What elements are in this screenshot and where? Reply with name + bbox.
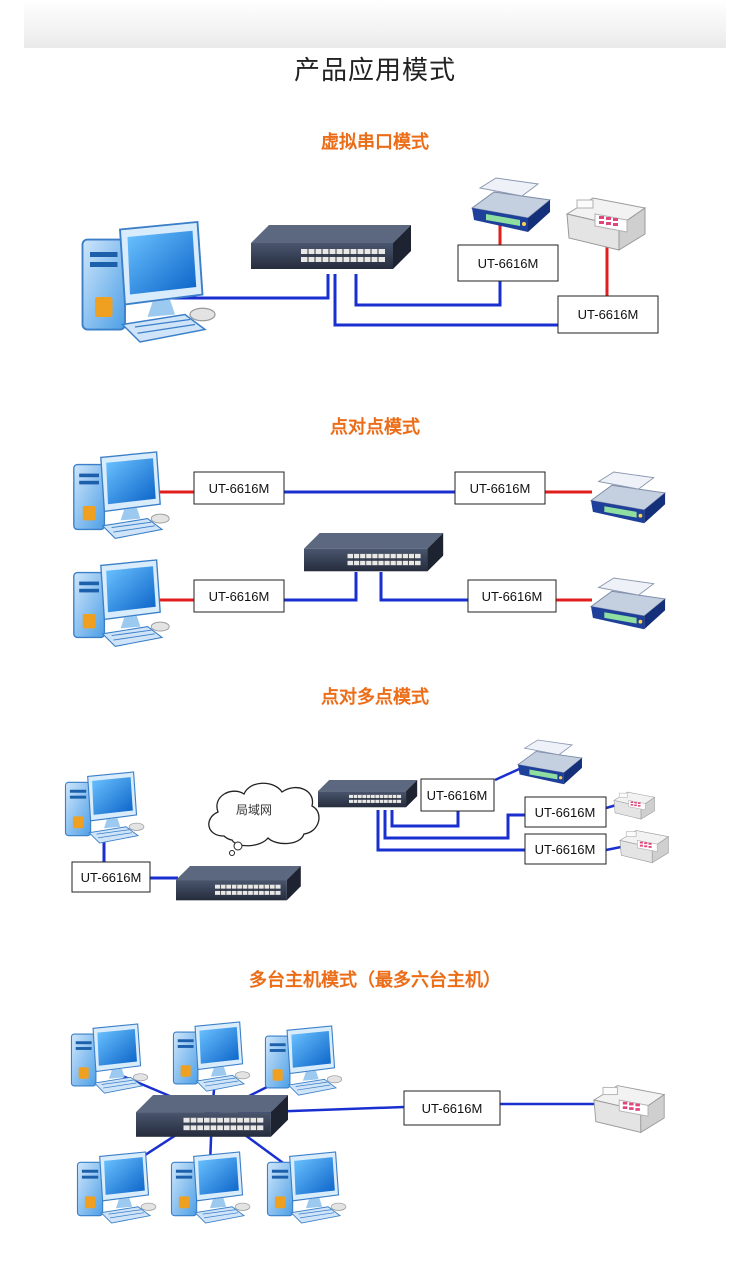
device-label: UT-6616M [427,788,488,803]
device-box: UT-6616M [454,471,546,505]
device-box: UT-6616M [420,778,495,812]
device-label: UT-6616M [482,589,543,604]
computer-icon [73,559,170,648]
computer-icon [70,1023,149,1094]
scale-icon [590,577,666,630]
section-title-point-to-multipoint: 点对多点模式 [321,687,429,708]
device-box: UT-6616M [193,579,285,613]
diagram-multi-host: UT-6616M [70,1021,665,1224]
device-box: UT-6616M [524,833,607,865]
section-title-multi-host: 多台主机模式（最多六台主机） [249,970,501,991]
network-line [379,572,468,602]
section-title-point-to-point: 点对点模式 [330,417,420,438]
diagram-point-to-multipoint: 局域网 UT-6616M UT-6616M UT-6616M UT-6616M [64,739,669,901]
device-box: UT-6616M [457,244,559,282]
printer-icon [593,1085,665,1133]
network-line [150,274,330,300]
device-box: UT-6616M [193,471,285,505]
device-box: UT-6616M [403,1090,501,1126]
switch-icon [250,224,412,270]
network-line [390,810,460,828]
network-line [354,274,502,307]
scale-icon [471,177,551,233]
switch-icon [135,1094,289,1138]
switch-icon [317,779,418,808]
device-label: UT-6616M [578,307,639,322]
device-box: UT-6616M [71,861,151,893]
cloud-icon [208,782,320,856]
network-line [284,572,358,602]
section-title-virtual-serial: 虚拟串口模式 [321,132,429,153]
device-label: UT-6616M [535,805,596,820]
printer-icon [619,830,669,864]
computer-icon [73,451,170,540]
computer-icon [76,1151,157,1224]
device-label: UT-6616M [81,870,142,885]
computer-icon [81,221,216,343]
printer-icon [566,197,646,251]
cloud-label: 局域网 [236,803,272,817]
diagram-virtual-serial: UT-6616M UT-6616M [81,177,659,343]
top-banner [24,0,726,48]
device-box: UT-6616M [467,579,557,613]
computer-icon [170,1151,251,1224]
device-label: UT-6616M [209,589,270,604]
diagram-point-to-point: UT-6616M UT-6616M UT-6616M UT-6616M [73,451,666,648]
device-label: UT-6616M [478,256,539,271]
device-box: UT-6616M [557,295,659,334]
scale-icon [590,471,666,524]
switch-icon [175,865,302,901]
printer-icon [613,791,655,820]
network-line [376,810,525,852]
computer-icon [264,1025,343,1096]
computer-icon [172,1021,251,1092]
page-title: 产品应用模式 [293,56,456,86]
network-line [383,810,525,840]
network-line [333,274,558,327]
device-label: UT-6616M [422,1101,483,1116]
device-box: UT-6616M [524,796,607,828]
computer-icon [64,771,145,844]
scale-icon [517,739,583,785]
device-label: UT-6616M [470,481,531,496]
switch-icon [303,532,444,572]
computer-icon [266,1151,347,1224]
device-label: UT-6616M [535,842,596,857]
device-label: UT-6616M [209,481,270,496]
